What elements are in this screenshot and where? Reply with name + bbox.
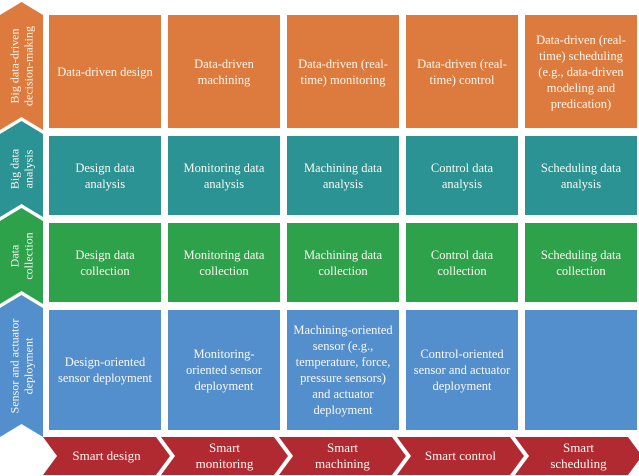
matrix-cell-r2c5: Scheduling data analysis: [525, 136, 637, 215]
label-line: collection: [21, 232, 36, 280]
matrix-cell-r4c2: Monitoring-oriented sensor deployment: [168, 310, 280, 430]
process-arrow-label: Smart control: [424, 447, 497, 463]
framework-matrix: Data-driven design Data-driven machining…: [49, 15, 637, 430]
matrix-cell-r2c2: Monitoring data analysis: [168, 136, 280, 215]
process-arrow-smart-control: Smart control: [397, 437, 524, 475]
matrix-cell-r3c4: Control data collection: [406, 223, 518, 302]
vertical-arrow-label: Big data analysis: [7, 149, 36, 189]
process-arrow-smart-design: Smart design: [43, 437, 170, 475]
vertical-arrow-label: Big data-driven decision-making: [7, 26, 36, 106]
matrix-cell-r4c4: Control-oriented sensor and actuator dep…: [406, 310, 518, 430]
process-arrow-strip: Smart design Smart monitoring Smart mach…: [43, 437, 639, 475]
matrix-cell-r4c1: Design-oriented sensor deployment: [49, 310, 161, 430]
matrix-cell-r3c2: Monitoring data collection: [168, 223, 280, 302]
matrix-cell-r1c3: Data-driven (real-time) monitoring: [287, 15, 399, 128]
label-line: Sensor and actuator: [7, 318, 22, 414]
vertical-arrow-sensor-actuator-deployment: Sensor and actuator deployment: [0, 295, 43, 437]
process-arrow-label: Smart scheduling: [550, 439, 607, 471]
matrix-cell-r1c5: Data-driven (real-time) scheduling (e.g.…: [525, 15, 637, 128]
vertical-arrow-label: Data collection: [7, 232, 36, 279]
matrix-cell-r3c3: Machining data collection: [287, 223, 399, 302]
matrix-cell-r2c4: Control data analysis: [406, 136, 518, 215]
label-line: analysis: [21, 149, 36, 189]
process-arrow-smart-machining: Smart machining: [279, 437, 406, 475]
process-arrow-smart-scheduling: Smart scheduling: [515, 437, 639, 475]
vertical-arrow-data-collection: Data collection: [0, 208, 43, 304]
label-line: Big data-driven: [7, 28, 22, 104]
process-arrow-label: Smart monitoring: [195, 439, 254, 471]
matrix-cell-r3c5: Scheduling data collection: [525, 223, 637, 302]
vertical-arrow-big-data-analysis: Big data analysis: [0, 121, 43, 217]
label-line: deployment: [21, 337, 36, 395]
process-arrow-smart-monitoring: Smart monitoring: [161, 437, 288, 475]
vertical-arrow-big-data-driven-decision-making: Big data-driven decision-making: [0, 2, 43, 130]
process-arrow-label: Smart design: [72, 447, 141, 463]
label-line: Big data: [7, 148, 22, 190]
matrix-cell-r3c1: Design data collection: [49, 223, 161, 302]
matrix-cell-r1c2: Data-driven machining: [168, 15, 280, 128]
matrix-cell-r1c1: Data-driven design: [49, 15, 161, 128]
matrix-cell-r2c1: Design data analysis: [49, 136, 161, 215]
matrix-cell-r2c3: Machining data analysis: [287, 136, 399, 215]
matrix-cell-r4c5-empty: [525, 310, 637, 430]
matrix-cell-r4c3: Machining-oriented sensor (e.g., tempera…: [287, 310, 399, 430]
process-arrow-label: Smart machining: [315, 439, 370, 471]
matrix-cell-r1c4: Data-driven (real-time) control: [406, 15, 518, 128]
vertical-arrow-label: Sensor and actuator deployment: [7, 319, 36, 414]
label-line: decision-making: [21, 26, 36, 106]
label-line: Data: [7, 244, 22, 268]
